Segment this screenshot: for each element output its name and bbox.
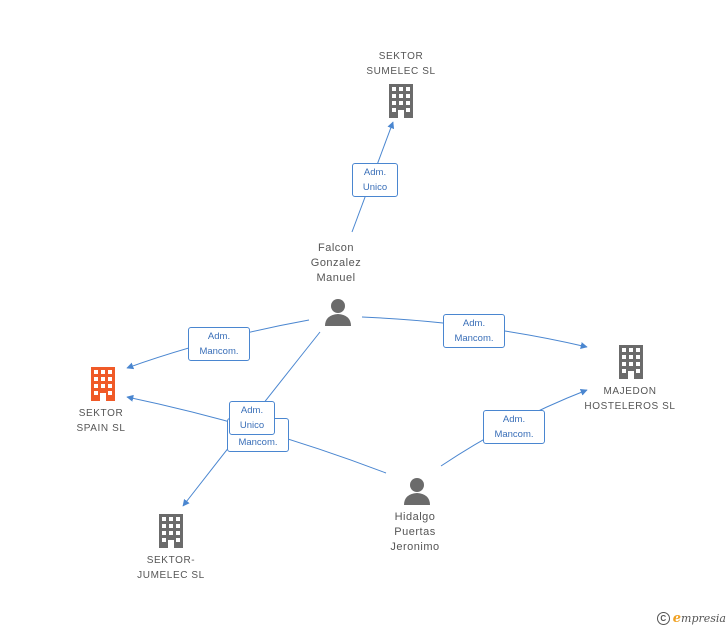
building-icon[interactable] xyxy=(386,84,416,118)
edge-label-falcon-jumelec[interactable]: Adm. Unico xyxy=(229,401,275,435)
node-label-sektor-sumelec: SEKTOR SUMELEC SL xyxy=(366,51,436,77)
edge-label-falcon-sumelec[interactable]: Adm. Unico xyxy=(352,163,398,197)
copyright-icon: C xyxy=(656,612,670,625)
brand-watermark: C empresia xyxy=(656,611,726,626)
node-label-falcon-gonzalez-manuel: Falcon Gonzalez Manuel xyxy=(310,242,362,284)
person-icon[interactable] xyxy=(402,476,432,506)
person-icon[interactable] xyxy=(323,297,353,327)
node-label-majedon-hosteleros: MAJEDON HOSTELEROS SL xyxy=(584,386,676,412)
node-label-sektor-jumelec: SEKTOR- JUMELEC SL xyxy=(137,555,205,581)
building-icon[interactable] xyxy=(616,345,646,379)
building-icon[interactable] xyxy=(88,367,118,401)
edge-label-hidalgo-majedon[interactable]: Adm. Mancom. xyxy=(483,410,545,444)
edge-label-falcon-majedon[interactable]: Adm. Mancom. xyxy=(443,314,505,348)
node-label-hidalgo-puertas-jeronimo: Hidalgo Puertas Jeronimo xyxy=(390,511,440,553)
node-label-sektor-spain: SEKTOR SPAIN SL xyxy=(76,408,126,434)
brand-initial: e xyxy=(672,611,682,626)
building-icon[interactable] xyxy=(156,514,186,548)
edge-label-falcon-spain[interactable]: Adm. Mancom. xyxy=(188,327,250,361)
brand-name: mpresia xyxy=(681,612,726,625)
